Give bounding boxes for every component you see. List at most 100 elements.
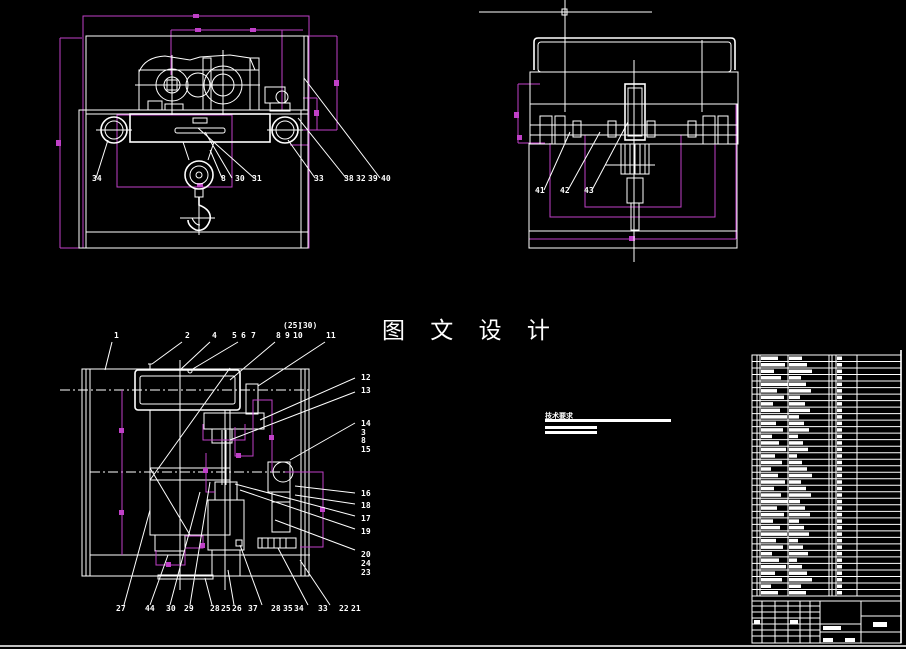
- parts-list-cell: [789, 447, 808, 452]
- callout: 28: [210, 604, 220, 613]
- parts-list-cell: [789, 577, 812, 582]
- parts-list-cell: [761, 389, 777, 393]
- parts-list-cell: [789, 415, 799, 419]
- parts-list-cell: [789, 356, 802, 361]
- parts-list-cell: [761, 369, 774, 374]
- callout: 39: [368, 174, 378, 183]
- parts-list-cell: [789, 376, 801, 380]
- callout: (25): [283, 321, 302, 330]
- parts-list-cell: [789, 441, 803, 445]
- parts-list-cell: [837, 493, 842, 497]
- parts-list-cell: [837, 571, 842, 575]
- parts-list-cell: [789, 558, 797, 562]
- parts-list-cell: [837, 519, 842, 523]
- parts-list-cell: [789, 428, 809, 432]
- parts-list-cell: [761, 480, 785, 484]
- parts-list-cell: [761, 525, 780, 530]
- parts-list-cell: [837, 376, 842, 380]
- parts-list-cell: [789, 454, 797, 458]
- parts-list-cell: [761, 584, 771, 588]
- parts-list-cell: [761, 499, 788, 504]
- parts-list-cell: [789, 571, 807, 575]
- drawing-watermark-title: 图 文 设 计: [382, 318, 559, 344]
- callout: 9: [285, 331, 290, 340]
- callout: 23: [361, 568, 371, 577]
- parts-list-cell: [789, 480, 801, 484]
- callout: 40: [381, 174, 391, 183]
- parts-list-cell: [837, 558, 842, 562]
- callout: 28: [271, 604, 281, 613]
- callout: 32: [356, 174, 366, 183]
- callout: 30: [235, 174, 245, 183]
- parts-list-cell: [761, 512, 784, 517]
- parts-list-cell: [837, 512, 842, 517]
- callout: (30): [298, 321, 317, 330]
- parts-list-cell: [789, 473, 812, 478]
- parts-list-cell: [761, 434, 772, 439]
- parts-list-cell: [837, 389, 842, 393]
- parts-list-cell: [761, 460, 782, 465]
- parts-list-cell: [837, 415, 842, 419]
- parts-list-cell: [837, 421, 842, 426]
- parts-list-cell: [789, 525, 804, 530]
- parts-list-cell: [761, 382, 788, 387]
- callout: 2: [185, 331, 190, 340]
- callout: 34: [92, 174, 102, 183]
- parts-list-cell: [837, 382, 842, 387]
- callout: 41: [535, 186, 545, 195]
- parts-list-cell: [789, 499, 800, 504]
- parts-list-cell: [761, 519, 773, 523]
- callout: 8: [276, 331, 281, 340]
- parts-list-cell: [837, 486, 842, 491]
- notes-heading: 技术要求: [545, 411, 574, 420]
- callout: 18: [361, 501, 371, 510]
- parts-list-cell: [789, 421, 804, 426]
- parts-list-cell: [761, 441, 779, 445]
- callout: 14: [361, 419, 371, 428]
- parts-list-cell: [761, 545, 783, 549]
- callout: 26: [232, 604, 242, 613]
- parts-list-cell: [789, 512, 810, 517]
- parts-list-cell: [761, 421, 776, 426]
- callout: 16: [361, 489, 371, 498]
- callout: 37: [248, 604, 258, 613]
- callout: 33: [314, 174, 324, 183]
- parts-list-cell: [837, 532, 842, 536]
- parts-list-cell: [837, 369, 842, 374]
- parts-list-cell: [789, 395, 800, 400]
- callout: 33: [318, 604, 328, 613]
- side-view: 41 42 43: [479, 0, 739, 262]
- parts-list-cell: [761, 356, 778, 361]
- parts-list-cell: [837, 499, 842, 504]
- callout: 44: [145, 604, 155, 613]
- callout: 3: [361, 428, 366, 437]
- parts-list-cell: [789, 408, 810, 413]
- parts-list-cell: [789, 460, 802, 465]
- callout: 8: [221, 174, 226, 183]
- callout: 5: [232, 331, 237, 340]
- parts-list-cell: [761, 558, 779, 562]
- parts-list-cell: [837, 434, 842, 439]
- parts-list-cell: [837, 584, 842, 588]
- parts-list-cell: [761, 486, 774, 491]
- technical-notes: 技术要求: [545, 411, 671, 434]
- callout: 6: [241, 331, 246, 340]
- parts-list-cell: [761, 473, 778, 478]
- parts-list-cell: [789, 486, 806, 491]
- parts-list-cell: [789, 363, 807, 367]
- parts-list-cell: [789, 434, 798, 439]
- parts-list-cell: [761, 402, 773, 406]
- parts-list-cell: [761, 538, 776, 543]
- parts-list-cell: [761, 454, 775, 458]
- parts-list-cell: [837, 590, 842, 595]
- parts-list-cell: [761, 577, 782, 582]
- parts-list-cell: [837, 545, 842, 549]
- parts-list-cell: [789, 538, 798, 543]
- callout: 22: [339, 604, 349, 613]
- parts-list-cell: [837, 577, 842, 582]
- callout: 35: [283, 604, 293, 613]
- parts-list-cell: [761, 590, 778, 595]
- title-block: [0, 600, 906, 647]
- parts-list-cell: [837, 564, 842, 569]
- parts-list-cell: [761, 564, 786, 569]
